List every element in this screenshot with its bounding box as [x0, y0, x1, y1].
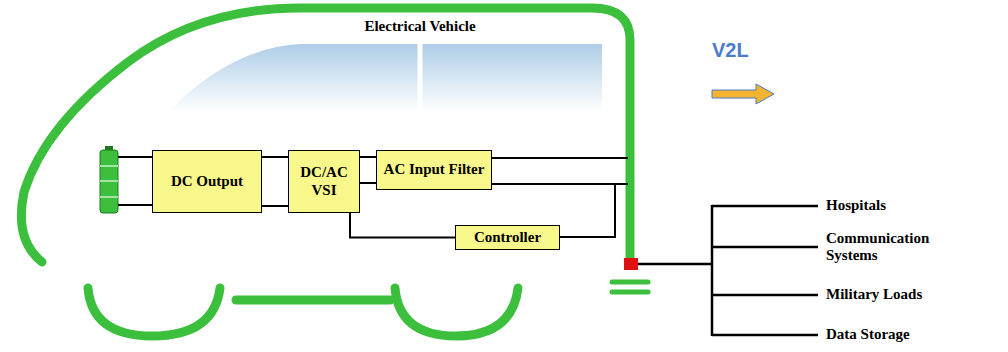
load-name: Hospitals	[826, 197, 886, 214]
load-branch	[712, 205, 818, 208]
window	[168, 44, 602, 112]
battery-wire	[118, 156, 152, 158]
underbody	[236, 296, 390, 305]
box-label: AC Input Filter	[384, 161, 485, 178]
process-box: DC Output	[152, 150, 262, 213]
wire	[350, 213, 455, 238]
output-line	[638, 263, 712, 266]
box-label: DC Output	[171, 173, 243, 190]
load-name: Data Storage	[826, 326, 910, 343]
front-wheel	[395, 288, 518, 336]
box-label: DC/AC VSI	[293, 164, 355, 199]
car-body	[21, 8, 630, 262]
rear-wheel	[88, 288, 220, 336]
load-branch	[712, 294, 818, 297]
battery-wire	[118, 204, 152, 206]
output-wire	[492, 157, 628, 159]
window-pillar	[418, 44, 423, 112]
wire	[360, 157, 376, 183]
bumper	[612, 280, 648, 285]
load-name: Communication Systems	[826, 230, 954, 265]
feedback-wire	[560, 184, 615, 237]
box-label: Controller	[474, 229, 541, 246]
load-branch	[712, 334, 818, 337]
plug	[624, 258, 638, 270]
battery	[100, 146, 118, 213]
flow-label: V2L	[712, 39, 749, 62]
process-box: Controller	[455, 225, 560, 250]
load-bus	[711, 205, 714, 336]
process-box: DC/AC VSI	[288, 150, 360, 213]
wire	[262, 157, 288, 206]
load-name: Military Loads	[826, 286, 922, 303]
process-box: AC Input Filter	[376, 150, 492, 190]
flow-arrow	[712, 84, 774, 104]
load-branch	[712, 246, 818, 249]
bumper	[612, 290, 648, 295]
vehicle-title: Electrical Vehicle	[360, 18, 479, 35]
output-wire	[492, 183, 628, 185]
